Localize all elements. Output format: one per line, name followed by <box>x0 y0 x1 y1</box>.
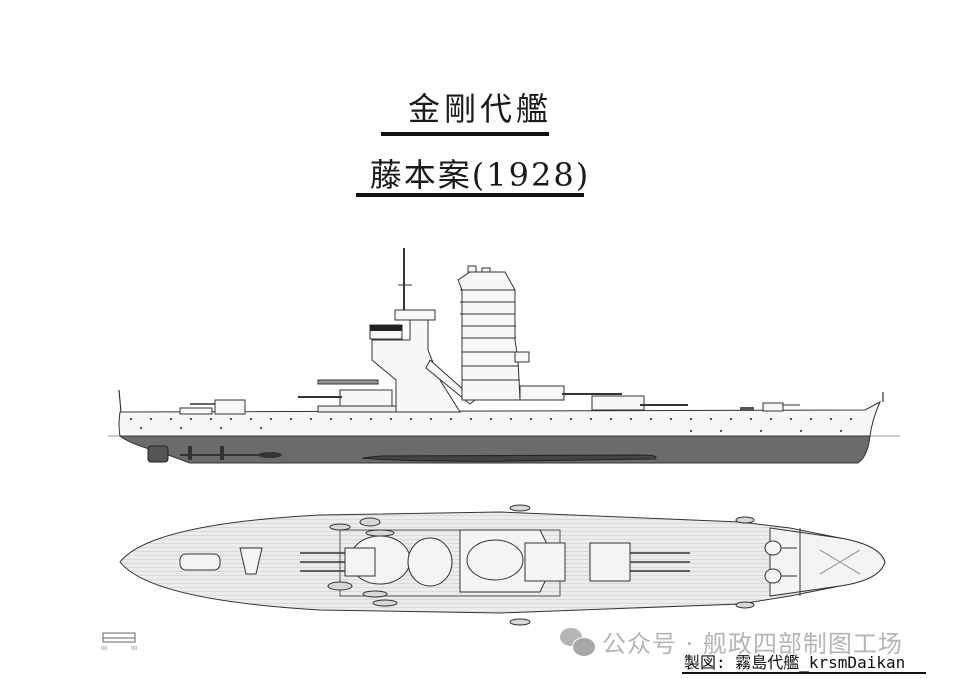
wechat-icon <box>560 627 596 657</box>
drawing-subtitle: 藤本案(1928) <box>369 156 591 194</box>
credit-underline <box>682 672 926 674</box>
watermark-text: 公众号 · 舰政四部制图工场 <box>602 630 903 658</box>
title-underline <box>381 132 549 136</box>
subtitle-underline <box>356 193 584 197</box>
drawing-title: 金剛代艦 <box>407 90 552 128</box>
drawing-credit: 製図: 霧島代艦_krsmDaikan <box>684 653 906 672</box>
watermark: 公众号 · 舰政四部制图工场 <box>560 624 903 659</box>
